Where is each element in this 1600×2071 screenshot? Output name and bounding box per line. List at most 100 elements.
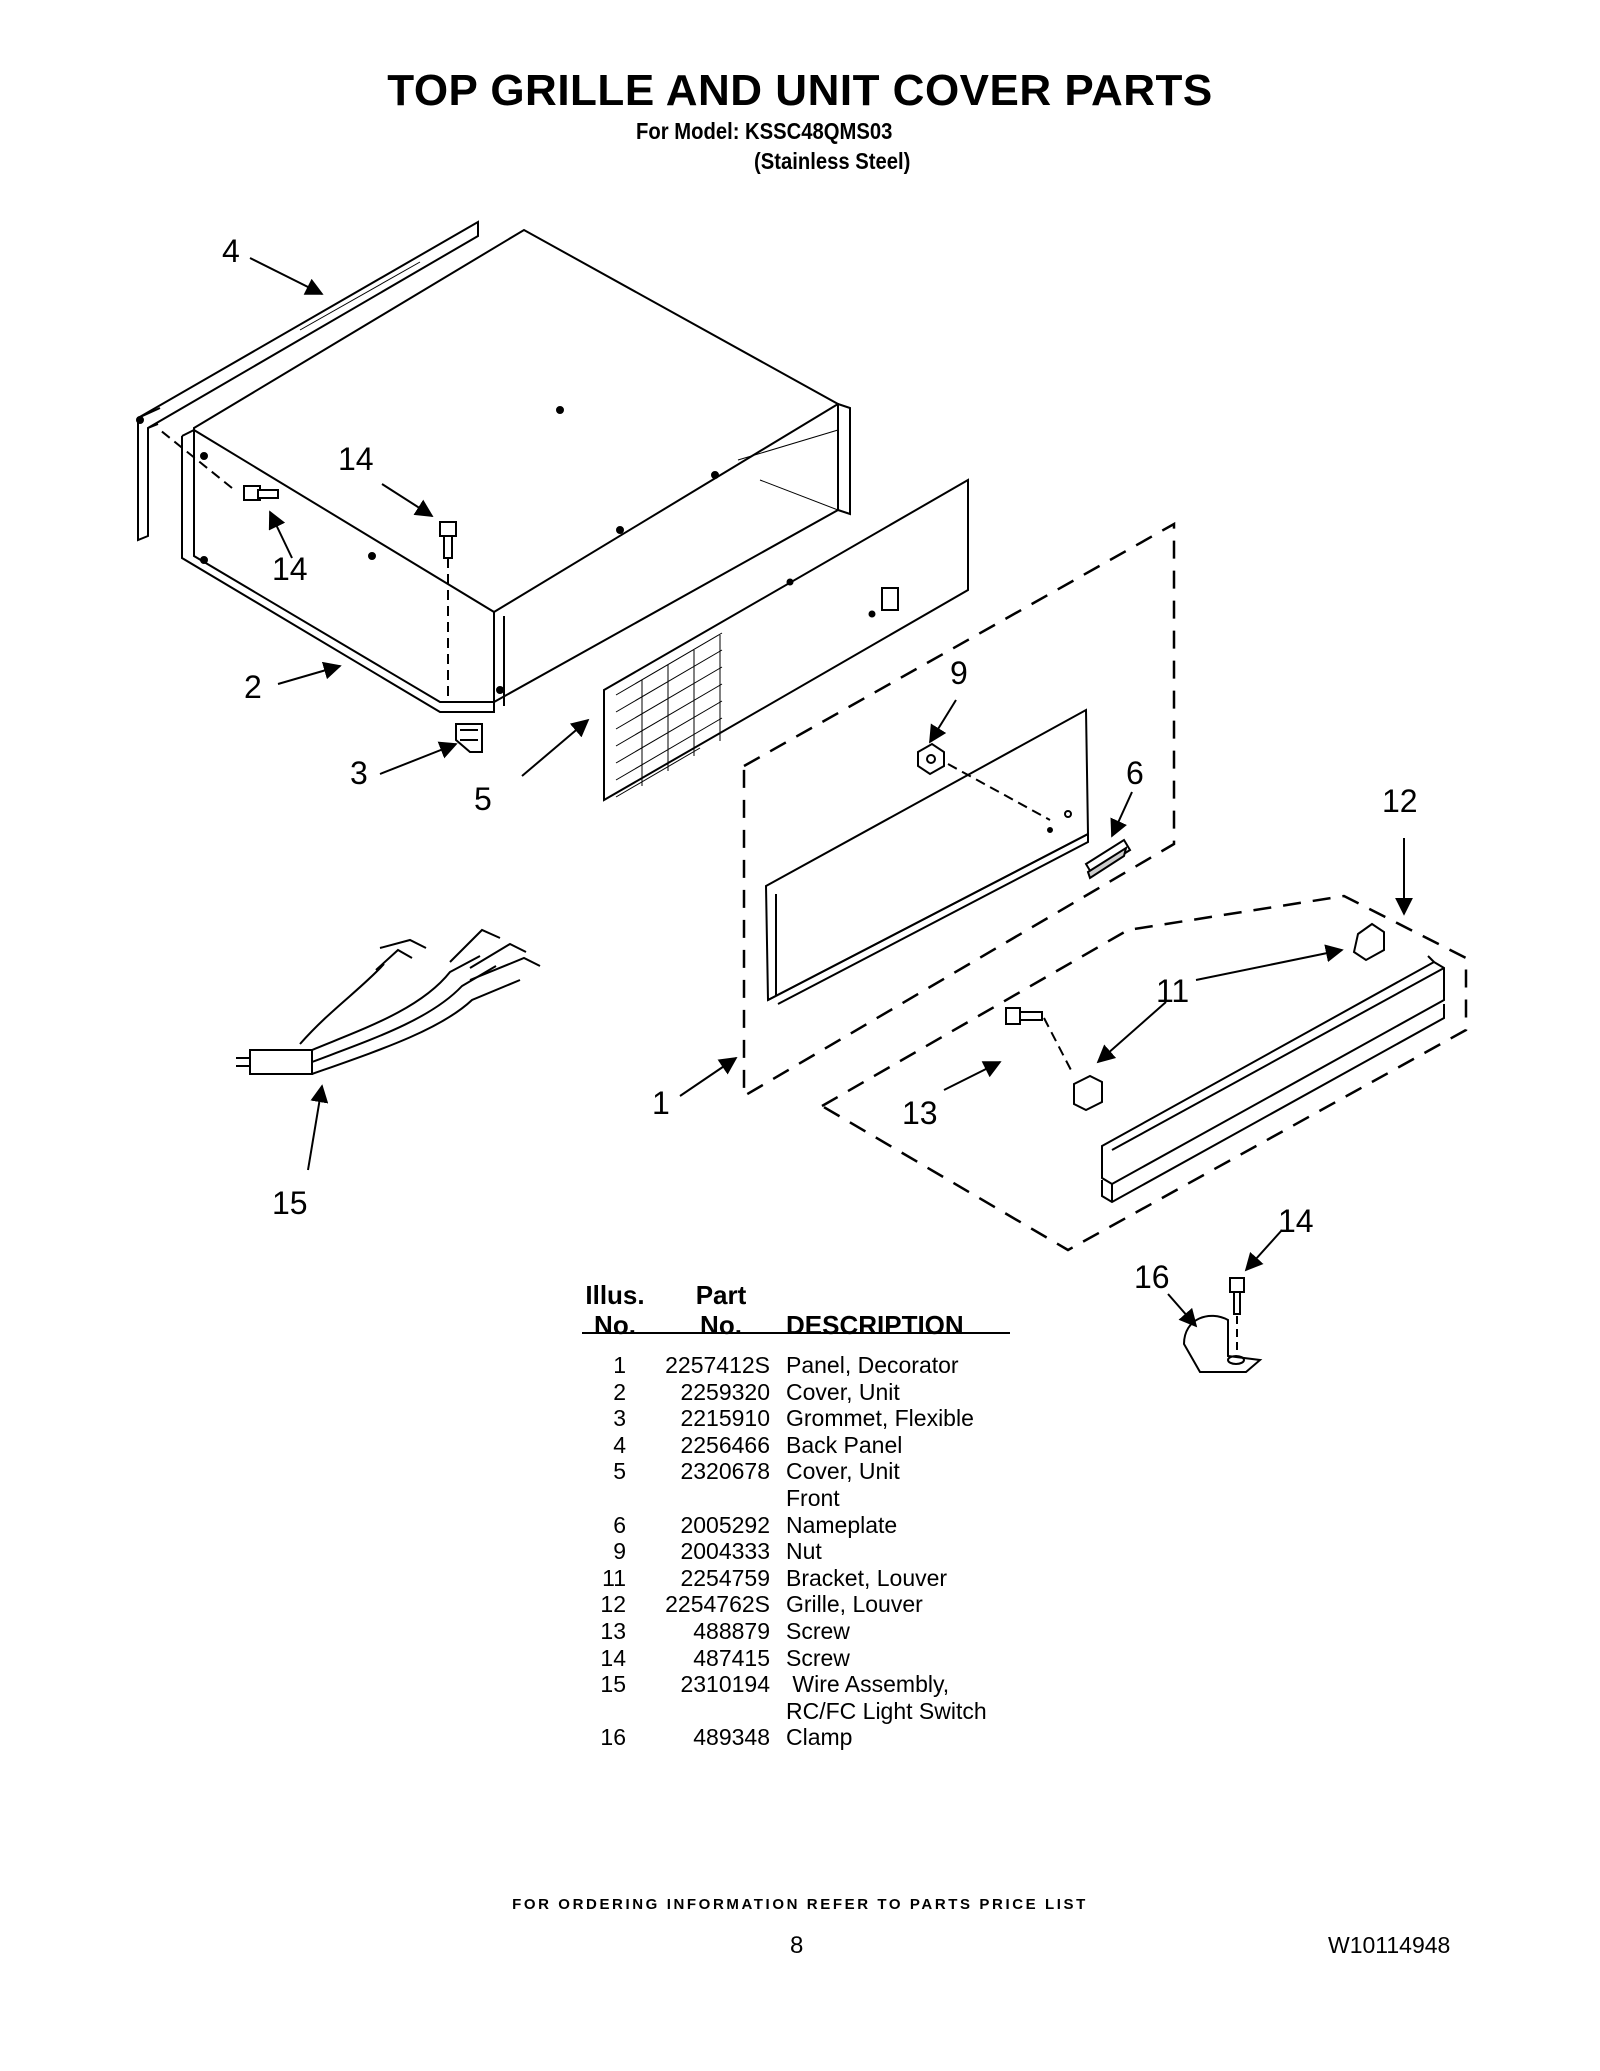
callout-12: 12: [1382, 783, 1418, 819]
exploded-parts-diagram: 4 14 14 2 3 5 9 6 12 11 13 1 15 14 16: [136, 220, 1468, 1373]
part-description: Front: [786, 1484, 840, 1511]
part-description: Back Panel: [786, 1431, 903, 1458]
illus-number: 12: [600, 1591, 626, 1618]
callout-16: 16: [1134, 1259, 1170, 1295]
table-row: 4 2256466 Back Panel: [560, 1432, 987, 1459]
callout-5: 5: [474, 781, 492, 817]
illus-number: 15: [600, 1671, 626, 1698]
header-illus-line1: Illus.: [585, 1280, 645, 1310]
back-panel-drawing: [136, 220, 479, 542]
unit-cover-drawing: [181, 228, 851, 713]
part-description: Bracket, Louver: [786, 1564, 948, 1591]
grille-boundary: [819, 894, 1468, 1252]
callout-15: 15: [272, 1185, 308, 1221]
part-number: 2004333: [680, 1538, 770, 1565]
model-finish: (Stainless Steel): [754, 148, 911, 174]
callout-1: 1: [652, 1085, 670, 1121]
illus-number: 3: [613, 1405, 626, 1432]
callout-11: 11: [1156, 973, 1189, 1009]
table-row: 15 2310194 Wire Assembly,: [560, 1671, 987, 1698]
illus-number: 13: [600, 1617, 626, 1644]
table-row: 14 487415 Screw: [560, 1645, 987, 1672]
callout-6: 6: [1126, 755, 1144, 791]
illus-number: 2: [613, 1378, 626, 1405]
decorator-panel-boundary: [742, 521, 1176, 1099]
header-illus-line2: No.: [594, 1310, 636, 1340]
illus-number: [560, 1485, 626, 1512]
part-description: RC/FC Light Switch: [786, 1697, 987, 1724]
model-number: For Model: KSSC48QMS03: [636, 118, 893, 144]
illus-number: 1: [613, 1352, 626, 1378]
part-number: 2320678: [680, 1458, 770, 1485]
ordering-note: FOR ORDERING INFORMATION REFER TO PARTS …: [512, 1896, 1088, 1913]
table-row: 5 2320678 Cover, Unit: [560, 1458, 987, 1485]
part-number: 2259320: [680, 1378, 770, 1405]
table-row: RC/FC Light Switch: [560, 1698, 987, 1725]
part-description: Grille, Louver: [786, 1591, 923, 1618]
callout-9: 9: [950, 655, 968, 691]
header-part-line1: Part: [695, 1280, 747, 1310]
callout-leaders: [249, 257, 1413, 1328]
grille-louver-drawing: [1101, 955, 1445, 1204]
part-description: Clamp: [786, 1724, 853, 1751]
part-number: [626, 1485, 770, 1512]
table-header-illus: Illus. No.: [582, 1280, 648, 1340]
part-number: [626, 1698, 770, 1725]
table-row: 12 2254762S Grille, Louver: [560, 1591, 987, 1618]
part-description: Nut: [786, 1538, 822, 1565]
table-row: 6 2005292 Nameplate: [560, 1512, 987, 1539]
document-number: W10114948: [1328, 1932, 1451, 1958]
table-row: 9 2004333 Nut: [560, 1538, 987, 1565]
table-header-part: Part No.: [676, 1280, 766, 1340]
nut-drawing: [917, 742, 1051, 821]
table-header-description: DESCRIPTION: [786, 1310, 964, 1340]
screw-13-drawing: [1005, 1007, 1073, 1073]
header-part-line2: No.: [700, 1310, 742, 1340]
callout-2: 2: [244, 669, 262, 705]
table-header-rule: [582, 1332, 1010, 1334]
wire-assembly-drawing: [236, 928, 541, 1075]
illus-number: 9: [613, 1538, 626, 1565]
part-description: Grommet, Flexible: [786, 1405, 974, 1432]
part-number: 488879: [693, 1617, 770, 1644]
part-description: Screw: [786, 1617, 850, 1644]
part-description: Cover, Unit: [786, 1378, 900, 1405]
callout-4: 4: [222, 233, 240, 269]
table-row: 2 2259320 Cover, Unit: [560, 1379, 987, 1406]
callout-14-b: 14: [272, 551, 308, 587]
louver-bracket-drawing: [1073, 922, 1385, 1112]
illus-number: 4: [613, 1431, 626, 1458]
front-cover-drawing: [603, 478, 969, 802]
part-number: 2005292: [680, 1511, 770, 1538]
screw-14-cover: [159, 429, 457, 700]
part-description: Nameplate: [786, 1511, 898, 1538]
callout-14-c: 14: [1278, 1203, 1314, 1239]
decorator-panel-drawing: [764, 708, 1090, 1005]
illus-number: 16: [600, 1724, 626, 1751]
part-number: 487415: [693, 1644, 770, 1671]
illus-number: 11: [602, 1564, 626, 1591]
part-description: Screw: [786, 1644, 850, 1671]
part-description: Cover, Unit: [786, 1458, 900, 1485]
part-number: 2310194: [680, 1671, 770, 1698]
part-description: Wire Assembly,: [786, 1671, 950, 1698]
page-title: TOP GRILLE AND UNIT COVER PARTS: [387, 66, 1213, 115]
illus-number: 14: [600, 1644, 626, 1671]
illus-number: [560, 1698, 626, 1725]
part-number: 2254762S: [665, 1591, 770, 1618]
part-description: Panel, Decorator: [786, 1352, 959, 1378]
callout-14-a: 14: [338, 441, 374, 477]
grommet-drawing: [455, 723, 483, 753]
table-row: 11 2254759 Bracket, Louver: [560, 1565, 987, 1592]
clamp-drawing: [1182, 1277, 1263, 1373]
part-number: 2257412S: [665, 1352, 770, 1378]
illus-number: 6: [613, 1511, 626, 1538]
part-number: 2256466: [680, 1431, 770, 1458]
table-row: Front: [560, 1485, 987, 1512]
illus-number: 5: [613, 1458, 626, 1485]
part-number: 2254759: [680, 1564, 770, 1591]
table-row: 13 488879 Screw: [560, 1618, 987, 1645]
